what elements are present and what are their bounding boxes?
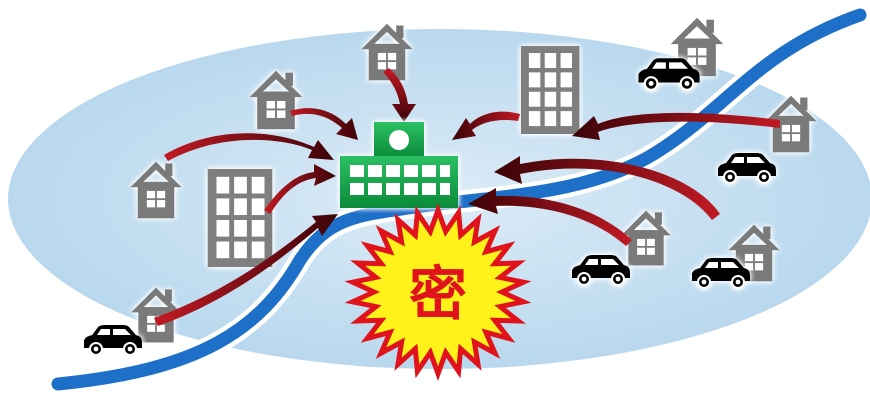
car-icon [84, 325, 142, 355]
building-icon [521, 46, 579, 134]
burst-label: 密 [409, 260, 467, 328]
building-icon [208, 169, 273, 267]
